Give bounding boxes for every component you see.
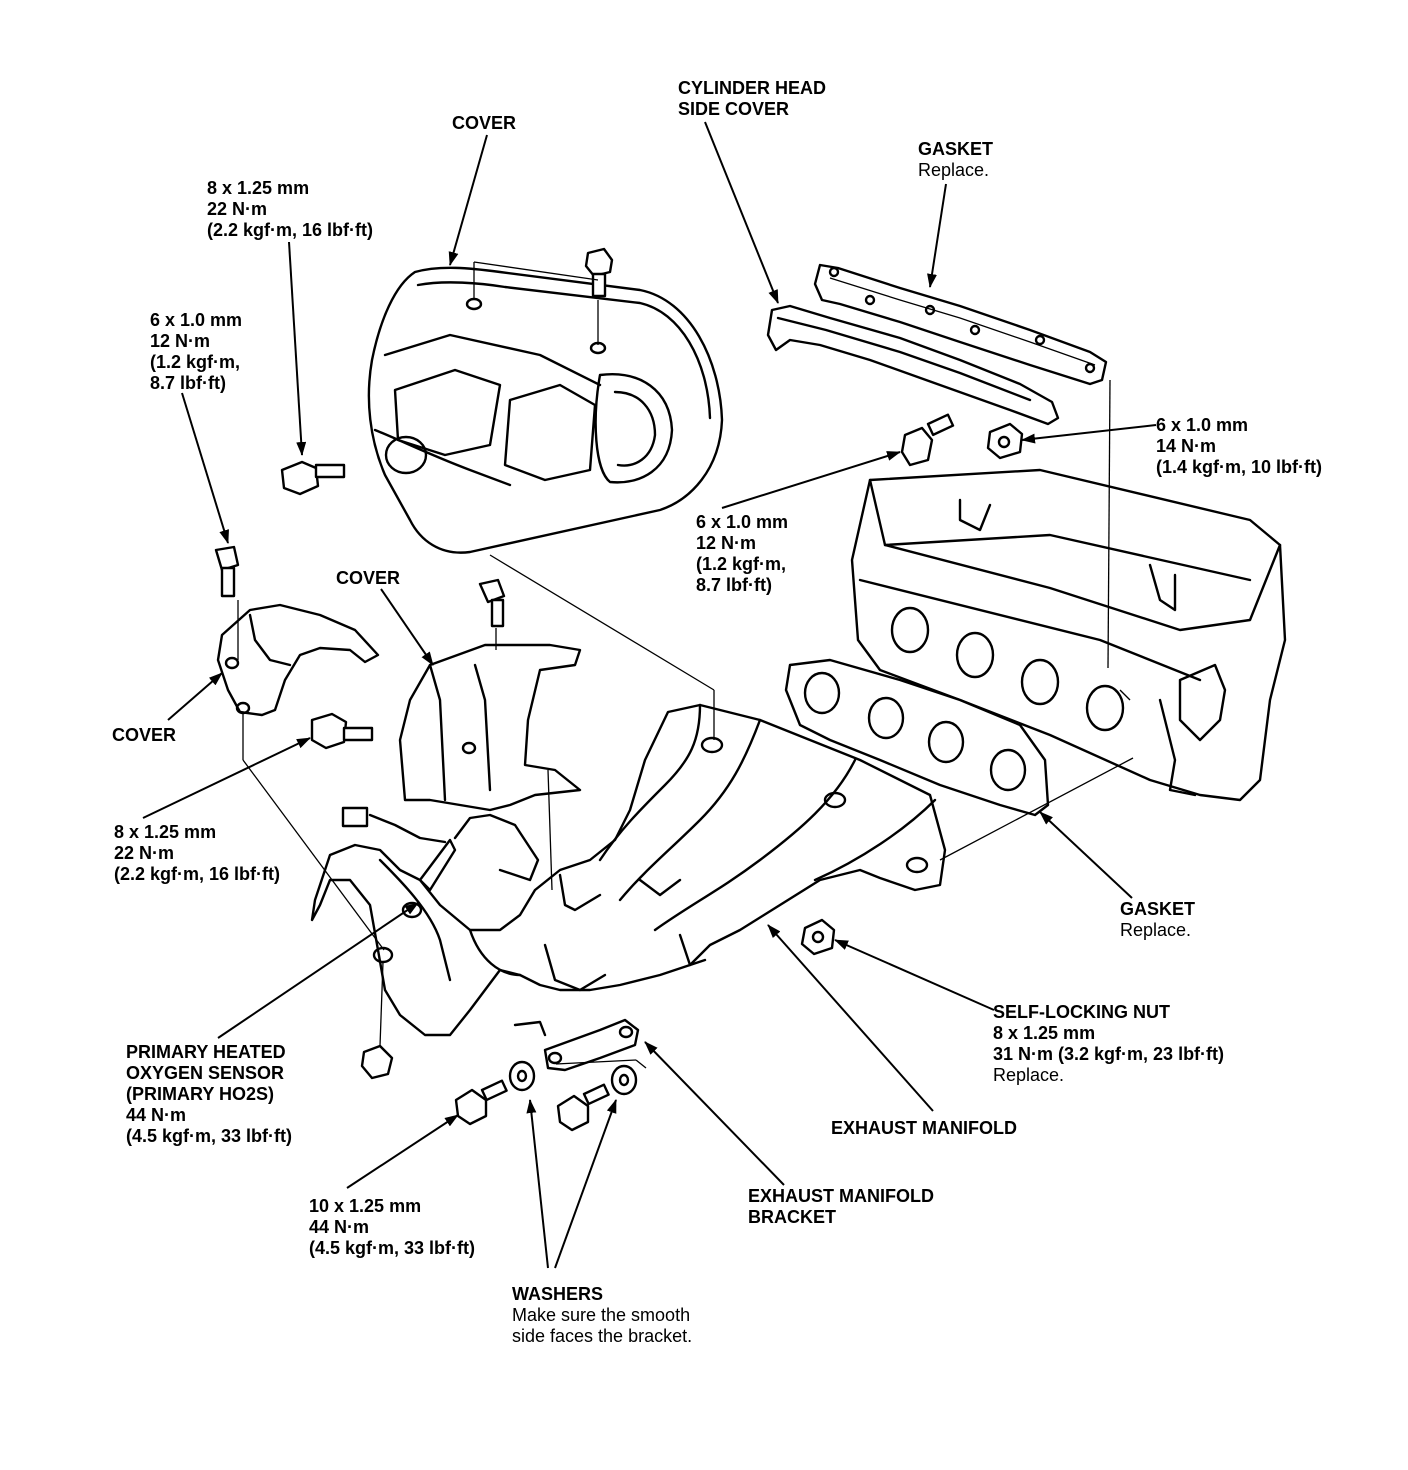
label-self-locking-nut: SELF-LOCKING NUT 8 x 1.25 mm 31 N·m (3.2… [993,1002,1225,1085]
label-bolt-6x10-mid: 6 x 1.0 mm 12 N·m (1.2 kgf·m, 8.7 lbf·ft… [696,512,789,595]
label-cover-mid: COVER [336,568,401,588]
leader-lines [142,121,1157,1269]
bolt-8x125-cover [280,460,346,496]
bolt-6x10-left [214,545,240,598]
cylinder-head [850,468,1287,802]
bolt-8x125-left [310,712,374,750]
label-bolt-8x125-left: 8 x 1.25 mm 22 N·m (2.2 kgf·m, 16 lbf·ft… [114,822,281,884]
label-cylinder-head-side-cover: CYLINDER HEAD SIDE COVER [678,78,827,119]
label-bolt-6x10-left: 6 x 1.0 mm 12 N·m (1.2 kgf·m, 8.7 lbf·ft… [150,310,243,393]
middle-heat-cover [398,643,582,812]
oxygen-sensor [341,806,540,892]
label-gasket-right: GASKET Replace. [1120,899,1196,940]
bolt-10x125-b [556,1083,610,1132]
alignment-lines [237,261,1134,1069]
label-exhaust-manifold-bracket: EXHAUST MANIFOLD BRACKET [748,1186,934,1227]
cylinder-head-side-cover [766,304,1060,426]
label-bolt-10x125: 10 x 1.25 mm 44 N·m (4.5 kgf·m, 33 lbf·f… [309,1196,476,1258]
exhaust-manifold-gasket [784,658,1050,817]
exhaust-manifold-bracket-part [513,1018,640,1072]
self-locking-nut-part [800,918,836,956]
label-exhaust-manifold: EXHAUST MANIFOLD [831,1118,1017,1138]
label-nut-6x10-right: 6 x 1.0 mm 14 N·m (1.4 kgf·m, 10 lbf·ft) [1156,415,1323,477]
side-cover-gasket [813,263,1108,386]
washer-a [508,1060,536,1092]
label-gasket-top: GASKET Replace. [918,139,994,180]
left-heat-cover [216,603,380,717]
bolt-10x125-a [454,1079,508,1126]
washer-b [610,1064,638,1096]
label-cover-left: COVER [112,725,177,745]
bolt-6x10-mid [478,578,506,628]
bolt-6x10-head [900,413,955,467]
exhaust-manifold [310,703,947,1037]
upper-heat-cover [367,266,724,554]
nut-bottom-left [360,1044,394,1080]
label-washers: WASHERS Make sure the smooth side faces … [512,1284,693,1346]
nut-6x10-head [986,422,1024,460]
label-primary-ho2s: PRIMARY HEATED OXYGEN SENSOR (PRIMARY HO… [126,1042,293,1146]
label-bolt-8x125-cover: 8 x 1.25 mm 22 N·m (2.2 kgf·m, 16 lbf·ft… [207,178,374,240]
label-cover-top: COVER [452,113,517,133]
